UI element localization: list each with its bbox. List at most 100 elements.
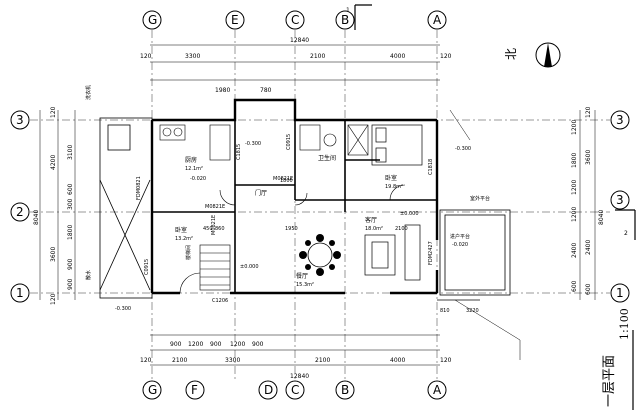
dim-text: 8040: [33, 210, 40, 225]
dim-text: 120: [140, 357, 152, 364]
axis-label: B: [341, 13, 349, 27]
stairs: [199, 244, 231, 291]
window-tag: C1206: [212, 298, 228, 304]
dim-text: 900: [170, 341, 182, 348]
dim-text: 12840: [290, 373, 309, 380]
kitchen-fixtures: [159, 124, 231, 161]
north-arrow: 北: [504, 42, 561, 68]
dim-text: 600: [67, 183, 74, 195]
dim-text: 120: [50, 106, 57, 118]
dim-text: 810: [440, 308, 450, 314]
axis-label: 1: [616, 286, 624, 300]
axis-label: 2: [16, 205, 24, 219]
dim-text: 1800: [280, 178, 293, 184]
patio: [437, 209, 511, 301]
dim-text: 2400: [585, 240, 592, 255]
left-dimensions: 8040 120 4200 3600 120 3100 600 300 1800…: [33, 106, 74, 305]
dim-text: 900: [67, 258, 74, 270]
window-tag: C1818: [428, 159, 434, 175]
dim-text: 2400: [571, 243, 578, 258]
window-tag: C0915: [286, 134, 292, 150]
dim-text: 3100: [67, 145, 74, 160]
axis-label: A: [433, 383, 442, 397]
axis-label: A: [433, 13, 442, 27]
dim-text: 900: [67, 278, 74, 290]
room-labels: 厨房 12.1m² 卧室 19.8m² 卧室 13.2m² 餐厅 15.3m² …: [175, 154, 403, 288]
dim-text: 120: [440, 357, 452, 364]
sofa-set: [364, 224, 421, 281]
elevation: -0.300: [455, 146, 471, 152]
elevation: ±0.000: [400, 211, 419, 217]
section-mark-side: 2: [615, 209, 636, 240]
axis-label: C: [291, 383, 299, 397]
door-tag: FDM2427: [428, 241, 434, 265]
axis-label: C: [291, 13, 299, 27]
axis-label: 3: [616, 113, 624, 127]
top-dimensions: 12840 120 3300 2100 4000 120 1980 780: [140, 37, 452, 94]
misc-label: 洗衣机: [85, 85, 92, 100]
dim-text: 1200: [571, 120, 578, 135]
dim-text: 600: [585, 283, 592, 295]
elevation: -0.300: [115, 306, 131, 312]
dim-text: 1980: [215, 87, 230, 94]
elevation: ±0.000: [240, 264, 259, 270]
room-name: 客厅: [365, 216, 377, 224]
room-name: 餐厅: [296, 272, 308, 280]
dim-text: 3300: [185, 53, 200, 60]
axis-label: E: [231, 13, 239, 27]
window-tag: C1815: [236, 144, 242, 160]
window-tag: C0915: [144, 259, 150, 275]
dim-text: 1200: [188, 341, 203, 348]
dim-text: 3600: [585, 150, 592, 165]
dim-text: 300: [67, 198, 74, 210]
axis-label: 3: [16, 113, 24, 127]
leader-lines: [449, 109, 521, 360]
dim-text: 4000: [390, 53, 405, 60]
dim-text: 1200: [571, 180, 578, 195]
door-tag: M0821E: [273, 176, 293, 182]
dim-text: 900: [210, 341, 222, 348]
room-area: 12.1m²: [185, 166, 203, 172]
dimension-lines: [39, 44, 596, 366]
room-area: 13.2m²: [175, 236, 193, 242]
axis-bubbles-top: G E C B A: [142, 10, 447, 30]
bathroom-fixtures: [299, 124, 369, 156]
misc-labels: 楼梯间 进户平台 室外平台 散水 洗衣机 860 1950 2100 1800 …: [85, 85, 490, 314]
dim-text: 3600: [50, 247, 57, 262]
axis-label: 3: [616, 193, 624, 207]
plan-scale: 1:100: [618, 308, 631, 340]
door-tag: M0821E: [205, 204, 225, 210]
dim-text: 4200: [50, 155, 57, 170]
section-mark-side-label: 2: [624, 230, 628, 237]
room-name: 卫生间: [318, 154, 336, 162]
opening-tags: M0821E M0821E M0821E FDM0821 FDM2427 C18…: [136, 134, 434, 304]
dim-text: 2100: [395, 226, 408, 232]
room-area: 18.0m²: [365, 226, 383, 232]
right-dimensions: 8040 120 3600 2400 600 1200 1800 1200 12…: [571, 106, 605, 295]
misc-label: 进户平台: [450, 233, 470, 240]
dim-text: 900: [252, 341, 264, 348]
door-swings: [179, 184, 406, 294]
dim-text: 1200: [230, 341, 245, 348]
axis-grid: [30, 30, 610, 380]
dim-text: 450: [203, 226, 213, 232]
dim-text: 1800: [67, 225, 74, 240]
dim-text: 3300: [225, 357, 240, 364]
door-tag: FDM0821: [136, 176, 142, 200]
dim-text: 780: [260, 87, 272, 94]
elevation: -0.300: [245, 141, 261, 147]
left-annex: [99, 117, 153, 299]
axis-label: F: [191, 383, 198, 397]
plan-title: 一层平面: [602, 355, 617, 407]
dining-table: [299, 234, 341, 276]
room-area: 19.8m²: [385, 184, 403, 190]
axis-bubbles-sides: 3 2 1 3 3 1: [10, 110, 630, 303]
dim-text: 8040: [598, 210, 605, 225]
misc-label: 散水: [85, 270, 92, 280]
north-label: 北: [504, 48, 518, 60]
bottom-dimensions: 120 2100 3300 2100 4000 120 12840 900 12…: [140, 341, 452, 380]
dim-text: 4000: [390, 357, 405, 364]
dim-text: 120: [585, 106, 592, 118]
section-mark-top: 1: [346, 4, 372, 30]
